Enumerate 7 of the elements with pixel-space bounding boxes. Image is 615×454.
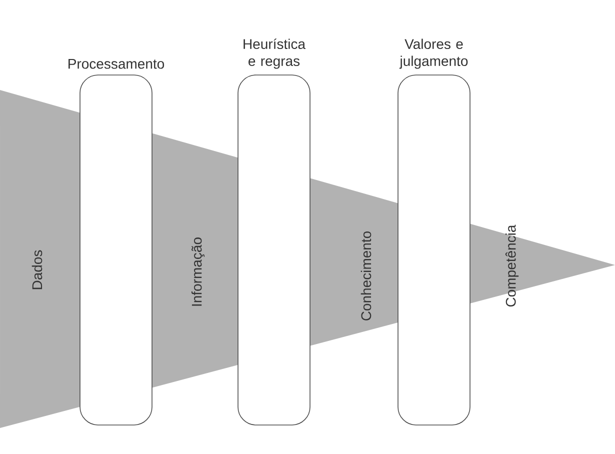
pillar-heading: Valores e julgamento [399, 38, 468, 69]
stage-label: Dados [32, 250, 42, 290]
stage-label: Competência [505, 224, 519, 307]
pillar-heading: Heurística e regras [244, 38, 306, 69]
pillar-heading: Processamento [68, 59, 164, 69]
stage-label: Conhecimento [360, 231, 372, 320]
stage-label: Informação [191, 238, 205, 306]
